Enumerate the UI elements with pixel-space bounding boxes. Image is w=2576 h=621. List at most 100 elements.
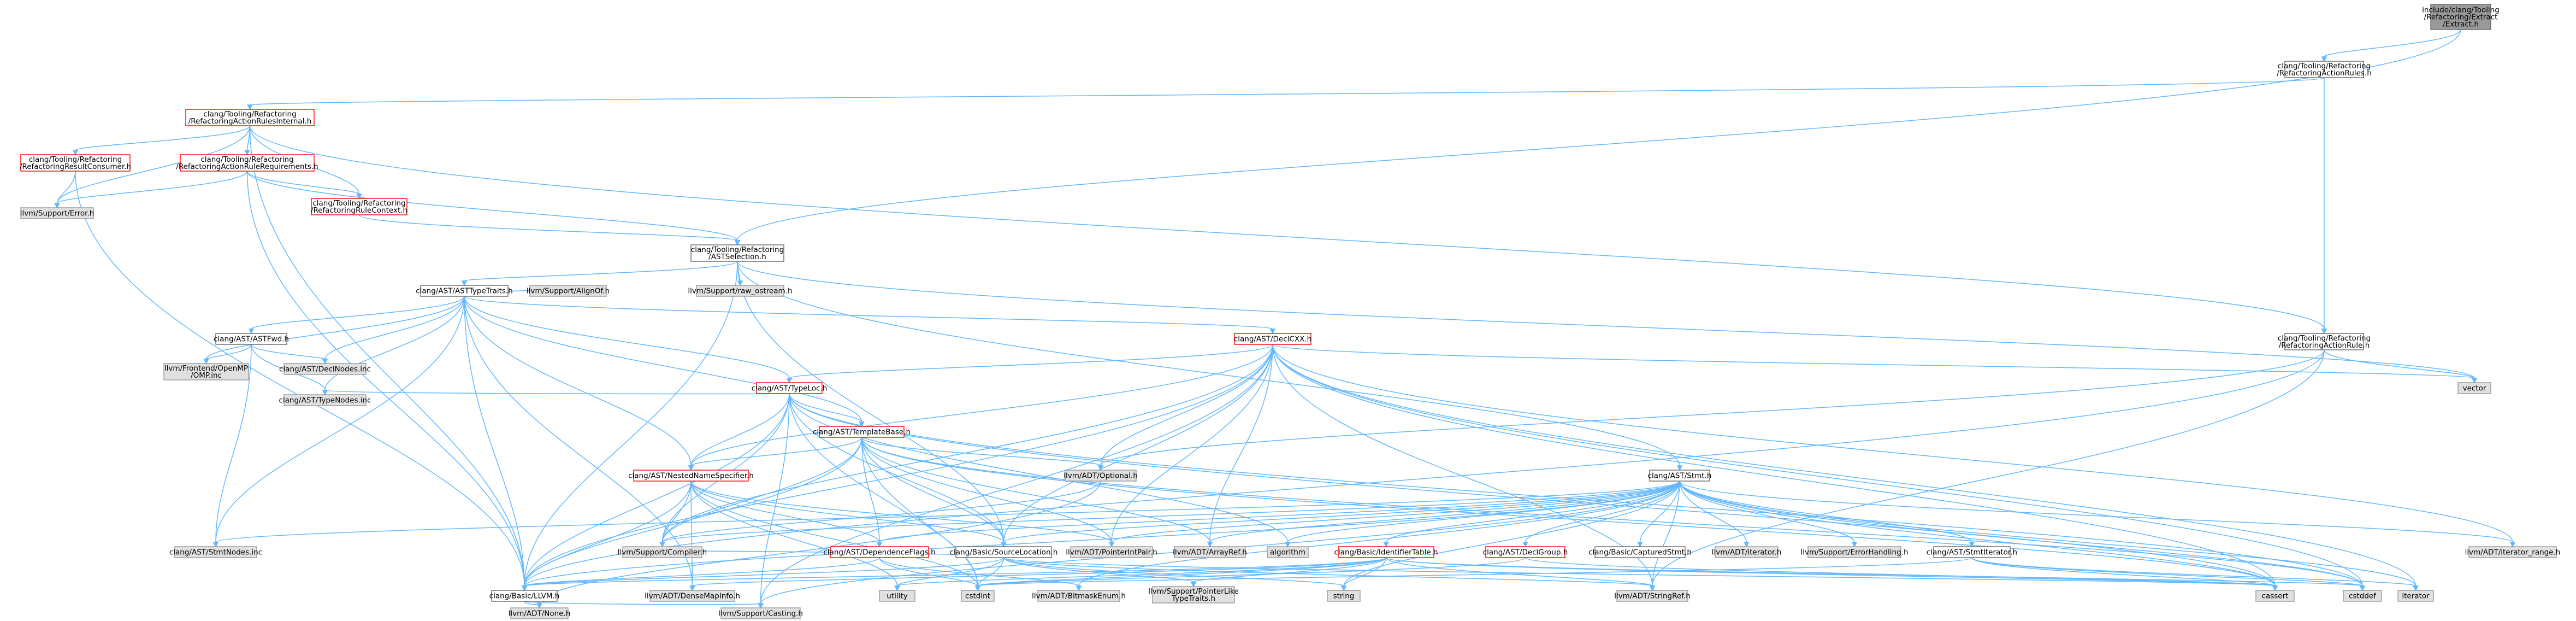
node-label: clang/Basic/CapturedStmt.h (1588, 548, 1692, 557)
node-declcxx[interactable]: clang/AST/DeclCXX.h (1234, 333, 1311, 345)
nodes-layer: include/clang/Tooling/Refactoring/Extrac… (20, 4, 2560, 619)
node-label: clang/AST/TypeLoc.h (752, 384, 828, 393)
node-rawostream[interactable]: llvm/Support/raw_ostream.h (688, 285, 793, 297)
node-root[interactable]: include/clang/Tooling/Refactoring/Extrac… (2422, 4, 2500, 30)
edge-astselection-to-sourcelocation (737, 261, 1007, 548)
node-sourcelocation[interactable]: clang/Basic/SourceLocation.h (950, 546, 1058, 558)
node-label: llvm/Support/ErrorHandling.h (1800, 548, 1908, 557)
node-label: clang/Tooling/Refactoring (691, 245, 784, 254)
node-label: llvm/Support/Compiler.h (618, 548, 707, 557)
node-actionrules[interactable]: clang/Tooling/Refactoring/RefactoringAct… (2277, 61, 2372, 78)
node-label: /ASTSelection.h (708, 253, 766, 261)
node-bitmaskenum[interactable]: llvm/ADT/BitmaskEnum.h (1032, 590, 1126, 602)
edge-stmtiterator-to-iterator (1971, 557, 2419, 591)
edge-stmtiterator-to-cstdint (974, 557, 1972, 591)
node-cstdint[interactable]: cstdint (961, 590, 995, 602)
node-declnodes[interactable]: clang/AST/DeclNodes.inc (279, 363, 371, 375)
edge-typeloc-to-basicllvm (521, 393, 790, 591)
edge-declcxx-to-typeloc (786, 344, 1273, 384)
node-label: llvm/Frontend/OpenMP (164, 364, 248, 373)
node-label: llvm/Support/PointerLike (1148, 587, 1238, 596)
node-label: clang/AST/TemplateBase.h (813, 428, 911, 437)
node-stmtnodes[interactable]: clang/AST/StmtNodes.inc (169, 546, 262, 558)
node-label: clang/Basic/IdentifierTable.h (1334, 548, 1438, 557)
edge-root-to-astselection (734, 29, 2461, 246)
edges-layer (54, 29, 2516, 609)
node-iteratorh[interactable]: llvm/ADT/iterator.h (1712, 546, 1782, 558)
node-label: llvm/Support/AlignOf.h (527, 287, 610, 296)
node-iteratorrange[interactable]: llvm/ADT/iterator_range.h (2465, 546, 2561, 558)
edge-rulerequirements-to-llvmerror (54, 171, 248, 209)
node-label: algorithm (1270, 548, 1305, 557)
edge-astselection-to-vector (737, 261, 2478, 384)
node-none[interactable]: llvm/ADT/None.h (509, 607, 571, 619)
node-label: /RefactoringActionRuleRequirements.h (176, 162, 318, 171)
edge-basicllvm-to-none (524, 601, 542, 609)
node-arrayref[interactable]: llvm/ADT/ArrayRef.h (1173, 546, 1247, 558)
edge-stmt-to-compiler (659, 481, 1680, 548)
node-rulecontext[interactable]: clang/Tooling/Refactoring/RefactoringRul… (311, 198, 407, 215)
node-basicllvm[interactable]: clang/Basic/LLVM.h (489, 590, 560, 602)
edge-identifiertable-to-utility (894, 557, 1387, 591)
node-string[interactable]: string (1327, 590, 1361, 602)
edge-basicllvm-to-casting (524, 601, 764, 609)
node-label: clang/AST/DeclGroup.h (1483, 548, 1568, 557)
edge-actionrules-to-actionrulesinternal (247, 77, 2325, 110)
node-label: include/clang/Tooling (2422, 6, 2500, 15)
node-identifiertable[interactable]: clang/Basic/IdentifierTable.h (1334, 546, 1438, 558)
node-densemapinfo[interactable]: llvm/ADT/DenseMapInfo.h (645, 590, 740, 602)
node-label: llvm/ADT/StringRef.h (1614, 592, 1691, 601)
node-asttypetraits[interactable]: clang/AST/ASTTypeTraits.h (416, 285, 513, 297)
node-label: llvm/ADT/iterator.h (1712, 548, 1782, 557)
node-llvmerror[interactable]: llvm/Support/Error.h (20, 207, 94, 219)
node-compiler[interactable]: llvm/Support/Compiler.h (618, 546, 707, 558)
node-cassert[interactable]: cassert (2255, 590, 2295, 602)
node-label: /RefactoringRuleContext.h (311, 206, 407, 215)
node-optional[interactable]: llvm/ADT/Optional.h (1064, 470, 1138, 482)
node-typenodes[interactable]: clang/AST/TypeNodes.inc (279, 394, 371, 406)
edge-asttypetraits-to-openmp (203, 296, 465, 365)
edge-declcxx-to-compiler (659, 344, 1273, 548)
node-astfwd[interactable]: clang/AST/ASTFwd.h (214, 333, 289, 345)
edge-asttypetraits-to-nestednamespec (464, 296, 694, 471)
node-label: llvm/ADT/Optional.h (1064, 472, 1138, 481)
node-openmp[interactable]: llvm/Frontend/OpenMP/OMP.inc (163, 363, 249, 380)
node-actionrule[interactable]: clang/Tooling/Refactoring/RefactoringAct… (2278, 333, 2371, 350)
node-rulerequirements[interactable]: clang/Tooling/Refactoring/RefactoringAct… (176, 154, 318, 172)
node-declgroup[interactable]: clang/AST/DeclGroup.h (1483, 546, 1568, 558)
node-label: clang/Basic/SourceLocation.h (950, 548, 1058, 557)
node-dependenceflags[interactable]: clang/AST/DependenceFlags.h (823, 546, 936, 558)
node-templatebase[interactable]: clang/AST/TemplateBase.h (813, 426, 911, 438)
edge-stmtiterator-to-cstddef (1971, 557, 2366, 591)
node-errorhandling[interactable]: llvm/Support/ErrorHandling.h (1800, 546, 1909, 558)
node-stringref[interactable]: llvm/ADT/StringRef.h (1614, 590, 1691, 602)
node-cstddef[interactable]: cstddef (2343, 590, 2382, 602)
node-label: clang/AST/DependenceFlags.h (823, 548, 935, 557)
node-algorithm[interactable]: algorithm (1267, 546, 1309, 558)
edge-stmt-to-stmtiterator (1679, 481, 1975, 548)
node-stmt[interactable]: clang/AST/Stmt.h (1648, 470, 1712, 482)
node-typeloc[interactable]: clang/AST/TypeLoc.h (752, 382, 828, 394)
node-pointerintpair[interactable]: llvm/ADT/PointerIntPair.h (1066, 546, 1157, 558)
node-utility[interactable]: utility (879, 590, 915, 602)
edge-stmt-to-identifiertable (1383, 481, 1680, 548)
node-label: /OMP.inc (191, 371, 222, 380)
node-label: clang/AST/DeclCXX.h (1234, 335, 1311, 344)
node-iterator[interactable]: iterator (2397, 590, 2434, 602)
edge-declcxx-to-casting (758, 344, 1273, 609)
node-stmtiterator[interactable]: clang/AST/StmtIterator.h (1927, 546, 2017, 558)
node-label: llvm/Support/Error.h (20, 209, 94, 218)
edge-identifiertable-to-string (1340, 557, 1387, 591)
node-alignof[interactable]: llvm/Support/AlignOf.h (527, 285, 610, 297)
node-nestednamespec[interactable]: clang/AST/NestedNameSpecifier.h (628, 470, 754, 482)
node-casting[interactable]: llvm/Support/Casting.h (718, 607, 803, 619)
node-actionrulesinternal[interactable]: clang/Tooling/Refactoring/RefactoringAct… (185, 109, 315, 126)
node-label: /RefactoringResultConsumer.h (20, 162, 131, 171)
node-label: clang/Tooling/Refactoring (2278, 334, 2371, 343)
node-vector[interactable]: vector (2457, 382, 2491, 394)
node-resultconsumer[interactable]: clang/Tooling/Refactoring/RefactoringRes… (20, 154, 131, 172)
node-capturedstmt[interactable]: clang/Basic/CapturedStmt.h (1588, 546, 1692, 558)
edge-asttypetraits-to-templatebase (464, 296, 865, 427)
node-astselection[interactable]: clang/Tooling/Refactoring/ASTSelection.h (690, 244, 784, 262)
